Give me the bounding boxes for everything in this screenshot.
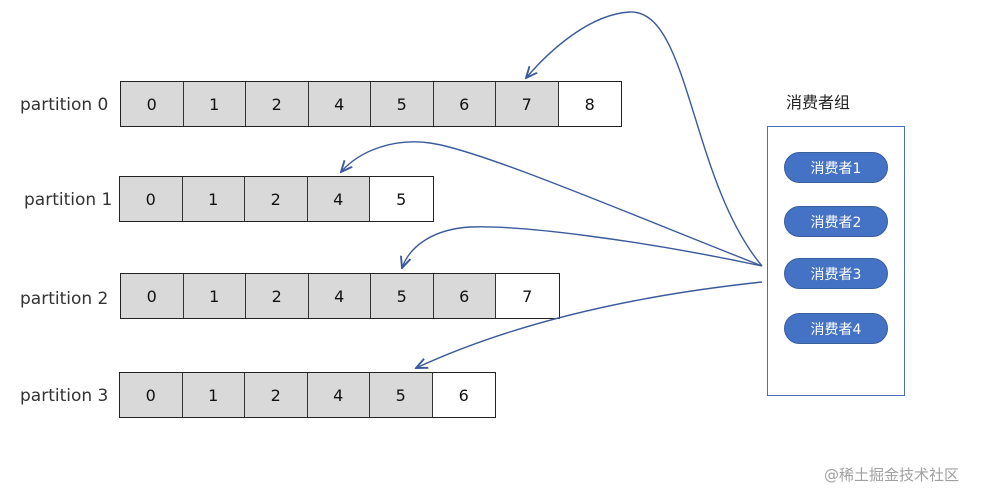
arrow-to-partition-3 [416, 281, 763, 368]
consumer-1: 消费者1 [784, 152, 888, 183]
consumer-3: 消费者3 [784, 258, 888, 289]
offset-cell: 0 [121, 274, 184, 318]
offset-cell: 7 [496, 274, 559, 318]
partition-label-0: partition 0 [20, 95, 109, 115]
consumer-group-box: 消费者1 消费者2 消费者3 消费者4 [767, 126, 905, 396]
offset-cell: 5 [370, 177, 433, 221]
offset-cell: 7 [496, 82, 559, 126]
offset-cell: 6 [432, 373, 495, 417]
partition-label-1: partition 1 [24, 190, 113, 210]
watermark: @稀土掘金技术社区 [824, 466, 960, 484]
arrow-to-partition-1 [341, 141, 763, 267]
offset-cell: 5 [371, 82, 434, 126]
consumer-group-title: 消费者组 [786, 93, 851, 112]
offset-cell: 5 [370, 373, 433, 417]
offset-cell: 0 [121, 82, 184, 126]
offset-cell: 4 [307, 177, 370, 221]
offset-cell: 2 [245, 177, 308, 221]
offset-cell: 6 [433, 82, 496, 126]
offset-cell: 4 [307, 373, 370, 417]
offset-cell: 0 [120, 177, 183, 221]
offset-cell: 2 [246, 274, 309, 318]
offset-cell: 8 [558, 82, 621, 126]
consumer-2: 消费者2 [784, 206, 888, 237]
offset-cell: 2 [245, 373, 308, 417]
offset-cell: 1 [183, 82, 246, 126]
offset-cell: 0 [120, 373, 183, 417]
offset-cell: 2 [246, 82, 309, 126]
offset-cell: 4 [308, 82, 371, 126]
offset-cell: 1 [183, 274, 246, 318]
arrow-to-partition-2 [402, 226, 763, 268]
partition-label-3: partition 3 [20, 386, 109, 406]
offset-cell: 6 [433, 274, 496, 318]
arrow-to-partition-0 [526, 11, 763, 267]
partition-label-2: partition 2 [20, 289, 109, 309]
offset-cell: 4 [308, 274, 371, 318]
offset-cell: 1 [182, 373, 245, 417]
offset-cell: 5 [371, 274, 434, 318]
consumer-4: 消费者4 [784, 313, 888, 344]
offset-cell: 1 [182, 177, 245, 221]
